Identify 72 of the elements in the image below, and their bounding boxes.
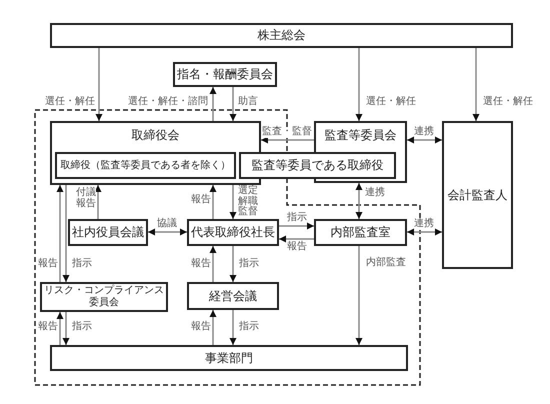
box-label: 取締役（監査等委員である者を除く） [60, 160, 230, 172]
edge-label: 選任・解任 [45, 97, 95, 108]
edge-label: 協議 [157, 219, 177, 230]
arrow [56, 312, 64, 345]
edge-label: 指示 [239, 259, 259, 270]
box-label: 指名・報酬委員会 [177, 67, 273, 82]
edge-label: 助言 [238, 97, 258, 108]
box-label: リスク・コンプライアンス委員会 [43, 285, 165, 309]
arrow [279, 222, 314, 230]
edge-label: 指示 [72, 322, 92, 332]
edge-label: 指示 [239, 322, 259, 332]
box-label: 株主総会 [258, 28, 306, 43]
arrow [210, 310, 216, 345]
edge-label: 報告 [38, 259, 58, 270]
arrow [62, 185, 70, 282]
inner-box [239, 152, 396, 179]
arrow [356, 246, 362, 345]
inner-box [55, 152, 236, 179]
edge-label: 内部監査 [366, 258, 406, 268]
box-label: 代表取締役社長 [191, 225, 275, 240]
org-box [173, 62, 277, 87]
org-box [442, 121, 513, 269]
box-label: 内部監査室 [330, 225, 390, 240]
edge-label: 選定解職監督 [238, 186, 258, 218]
edge-label: 選任・解任・諮問 [128, 97, 208, 108]
arrow [56, 185, 64, 282]
arrow [472, 48, 480, 121]
arrow [356, 48, 362, 121]
org-box [314, 219, 407, 246]
edge-label: 選任・解任 [483, 97, 533, 108]
edge-label: 報告 [191, 195, 211, 206]
box-label: 会計監査人 [448, 188, 508, 202]
arrow [356, 183, 362, 219]
box-label: 社内役員会議 [72, 225, 144, 240]
arrow [210, 87, 216, 121]
arrow [261, 136, 314, 144]
box-label: 事業部門 [205, 350, 253, 366]
edge-label: 連携 [414, 127, 434, 138]
arrow [230, 310, 236, 345]
edge-label: 付議報告 [76, 188, 96, 209]
arrow [407, 136, 442, 144]
edge-label: 報告 [191, 259, 211, 270]
arrow [210, 185, 216, 219]
org-box [187, 282, 279, 310]
edge-label: 連携 [414, 219, 434, 230]
edge-label: 連携 [365, 188, 385, 198]
arrow [94, 185, 102, 219]
arrow [230, 87, 236, 121]
edge-label: 指示 [72, 259, 92, 270]
org-box [50, 345, 408, 371]
edge-label: 報告 [287, 242, 307, 252]
arrow [230, 246, 236, 282]
arrow [279, 236, 314, 242]
arrow [210, 246, 216, 282]
arrow [230, 185, 236, 219]
arrow [407, 228, 442, 236]
edge-label: 選任・解任 [366, 97, 416, 108]
org-box [187, 219, 279, 246]
edge-label: 指示 [287, 213, 307, 224]
arrow [62, 312, 70, 345]
box-label: 監査等委員会 [324, 128, 396, 142]
box-label: 取締役会 [132, 128, 180, 142]
box-label: 監査等委員である取締役 [252, 158, 384, 173]
edge-label: 報告 [191, 322, 211, 332]
org-box [50, 23, 513, 48]
edge-label: 報告 [38, 322, 58, 332]
org-box [50, 121, 261, 185]
org-box [68, 219, 148, 246]
arrow [148, 228, 187, 236]
arrow [96, 48, 102, 121]
edge-label: 監査・監督 [262, 127, 312, 138]
box-label: 経営会議 [209, 288, 257, 304]
